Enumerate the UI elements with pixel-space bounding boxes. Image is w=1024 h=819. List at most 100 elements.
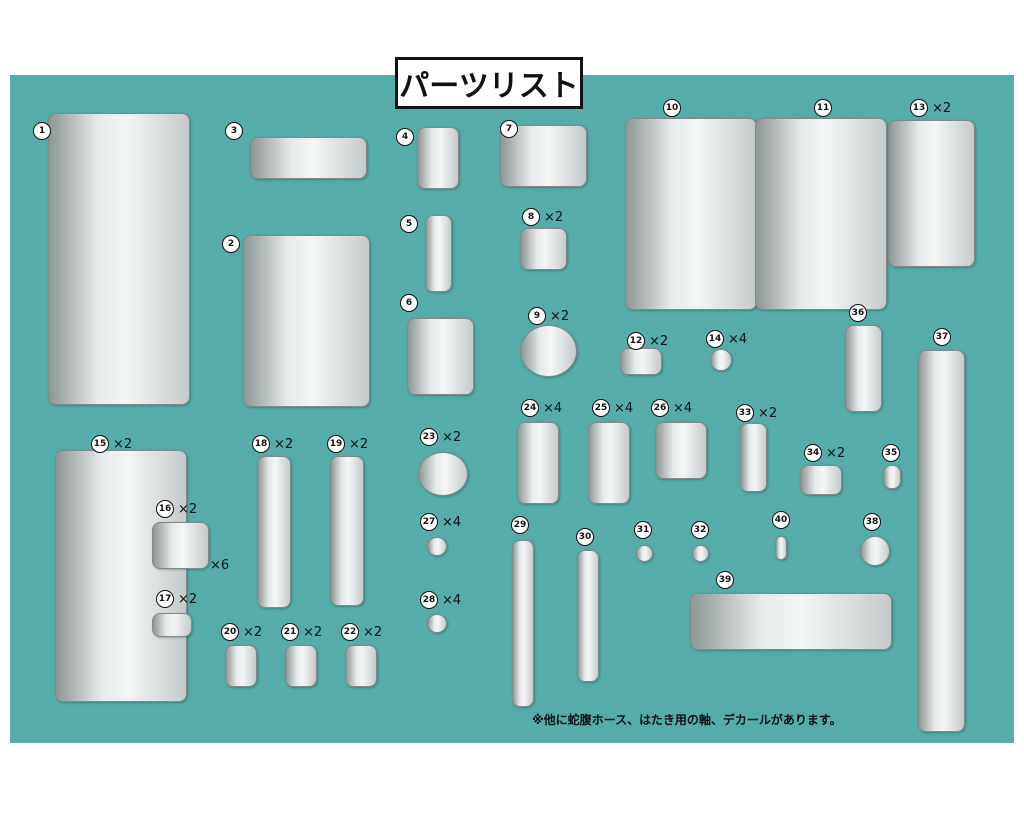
part-quantity: ×4 [614,400,634,416]
part-quantity: ×2 [113,436,133,452]
part-30-image [577,550,599,682]
part-number-badge: 14 [706,330,724,348]
part-quantity: ×2 [274,436,294,452]
part-1-image [48,113,190,405]
part-quantity: ×2 [178,501,198,517]
part-31-label: 31 [634,521,652,539]
part-number-badge: 5 [400,215,418,233]
part-number-badge: 37 [933,328,951,346]
part-26-image [655,422,707,479]
part-40-label: 40 [772,511,790,529]
part-6-label: 6 [400,294,418,312]
part-27-image [427,537,447,556]
part-11-label: 11 [814,99,832,117]
part-number-badge: 2 [222,235,240,253]
part-number-badge: 22 [341,623,359,641]
part-28-label: 28×4 [420,591,461,609]
part-quantity: ×2 [826,445,846,461]
part-number-badge: 17 [156,590,174,608]
part-number-badge: 35 [882,444,900,462]
part-17-image [152,613,192,637]
part-quantity: ×2 [303,624,323,640]
part-6-image [407,318,474,395]
part-24-image [517,422,559,504]
part-4-image [417,127,459,189]
part-13-label: 13×2 [910,99,951,117]
part-number-badge: 10 [663,99,681,117]
part-quantity: ×2 [349,436,369,452]
part-29-label: 29 [511,516,529,534]
part-number-badge: 40 [772,511,790,529]
part-number-badge: 16 [156,500,174,518]
part-16-extra-quantity: ×6 [210,558,230,573]
part-2-label: 2 [222,235,240,253]
part-quantity: ×4 [442,514,462,530]
part-38-image [860,536,890,566]
part-21-label: 21×2 [281,623,322,641]
part-number-badge: 18 [252,435,270,453]
part-quantity: ×4 [728,331,748,347]
part-10-image [625,118,757,310]
part-quantity: ×2 [550,308,570,324]
part-32-label: 32 [691,521,709,539]
part-quantity: ×4 [543,400,563,416]
part-27-label: 27×4 [420,513,461,531]
part-20-image [225,645,257,687]
part-3-image [250,137,367,179]
part-number-badge: 28 [420,591,438,609]
part-5-image [425,215,452,292]
part-18-image [257,456,291,608]
part-17-label: 17×2 [156,590,197,608]
part-23-label: 23×2 [420,428,461,446]
part-37-image [918,350,965,732]
part-22-image [345,645,377,687]
part-33-label: 33×2 [736,404,777,422]
part-number-badge: 24 [521,399,539,417]
part-5-label: 5 [400,215,418,233]
part-quantity: ×2 [932,100,952,116]
part-quantity: ×2 [649,333,669,349]
part-2-image [243,235,370,407]
part-21-image [285,645,317,687]
part-4-label: 4 [396,128,414,146]
part-quantity: ×2 [442,429,462,445]
part-number-badge: 32 [691,521,709,539]
part-number-badge: 25 [592,399,610,417]
part-33-image [740,423,767,492]
part-quantity: ×2 [363,624,383,640]
part-number-badge: 26 [651,399,669,417]
part-10-label: 10 [663,99,681,117]
part-9-image [520,325,577,377]
part-number-badge: 7 [500,120,518,138]
part-number-badge: 21 [281,623,299,641]
part-15-image [55,450,187,702]
part-number-badge: 30 [576,528,594,546]
part-number-badge: 11 [814,99,832,117]
part-12-label: 12×2 [627,332,668,350]
part-19-label: 19×2 [327,435,368,453]
part-quantity: ×4 [673,400,693,416]
part-34-label: 34×2 [804,444,845,462]
part-39-image [690,593,892,650]
part-number-badge: 12 [627,332,645,350]
part-38-label: 38 [863,513,881,531]
part-number-badge: 4 [396,128,414,146]
part-number-badge: 36 [849,304,867,322]
part-22-label: 22×2 [341,623,382,641]
part-24-label: 24×4 [521,399,562,417]
footnote: ※他に蛇腹ホース、はたき用の軸、デカールがあります。 [532,713,842,727]
part-quantity: ×2 [178,591,198,607]
part-number-badge: 19 [327,435,345,453]
part-16-label: 16×2 [156,500,197,518]
part-35-image [883,465,901,489]
part-quantity: ×2 [758,405,778,421]
part-number-badge: 8 [522,208,540,226]
part-quantity: ×2 [544,209,564,225]
part-number-badge: 29 [511,516,529,534]
part-36-image [845,325,882,412]
part-number-badge: 38 [863,513,881,531]
part-8-image [520,228,567,270]
part-40-image [775,536,787,560]
part-number-badge: 31 [634,521,652,539]
part-25-image [588,422,630,504]
